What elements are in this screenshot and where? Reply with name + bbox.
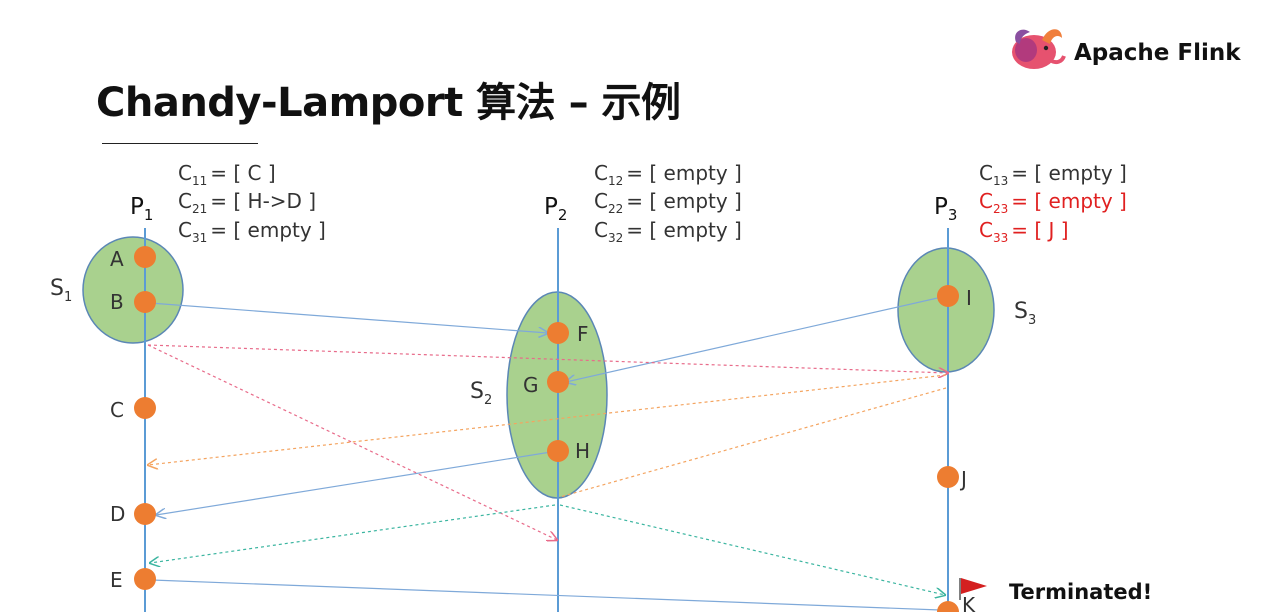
red-flag-icon: [959, 578, 987, 600]
channel-state-c11: C11= [ C ]: [178, 161, 276, 188]
marker-p3-to-p1: [148, 374, 947, 465]
event-label-a: A: [110, 247, 124, 271]
message-e-to-k: [151, 579, 941, 611]
marker-p2-to-p3: [559, 504, 945, 595]
snapshot-label-s1: S1: [50, 276, 72, 305]
message-b-to-f: [149, 302, 548, 333]
channel-state-c33: C33= [ J ]: [979, 218, 1069, 245]
channel-state-c12: C12= [ empty ]: [594, 161, 742, 188]
channel-state-c21: C21= [ H->D ]: [178, 189, 316, 216]
snapshot-label-s3: S3: [1014, 299, 1036, 328]
status-terminated: Terminated!: [1009, 580, 1152, 604]
event-label-i: I: [966, 286, 972, 310]
event-label-h: H: [575, 439, 590, 463]
event-e: [134, 568, 156, 590]
process-label-p1: P1: [130, 194, 153, 224]
event-label-j: J: [959, 467, 967, 491]
channel-state-c13: C13= [ empty ]: [979, 161, 1127, 188]
marker-p1-to-p3: [147, 344, 948, 373]
channel-states-p3: C13= [ empty ] C23= [ empty ] C33= [ J ]: [979, 161, 1127, 245]
event-label-k: K: [962, 593, 976, 612]
channel-state-c31: C31= [ empty ]: [178, 218, 326, 245]
snapshot-region-s1: [82, 236, 184, 344]
channel-state-c32: C32= [ empty ]: [594, 218, 742, 245]
event-label-e: E: [110, 568, 123, 592]
event-k: [937, 601, 959, 612]
snapshot-region-s3: [897, 247, 995, 373]
channel-states-p1: C11= [ C ] C21= [ H->D ] C31= [ empty ]: [178, 161, 326, 245]
event-f: [547, 322, 569, 344]
process-label-p3: P3: [934, 194, 957, 224]
event-h: [547, 440, 569, 462]
event-j: [937, 466, 959, 488]
page-title: Chandy-Lamport 算法 – 示例: [96, 80, 681, 126]
process-label-p2: P2: [544, 194, 567, 224]
event-label-c: C: [110, 398, 124, 422]
channel-states-p2: C12= [ empty ] C22= [ empty ] C32= [ emp…: [594, 161, 742, 245]
marker-p1-to-p2: [147, 344, 557, 540]
marker-p3-to-p2: [559, 387, 947, 498]
event-label-f: F: [577, 322, 589, 346]
event-b: [134, 291, 156, 313]
event-i: [937, 285, 959, 307]
event-g: [547, 371, 569, 393]
message-i-to-g: [566, 296, 943, 382]
message-h-to-d: [156, 451, 552, 515]
event-a: [134, 246, 156, 268]
brand-name: Apache Flink: [1074, 40, 1241, 66]
flink-squirrel-logo-icon: [1012, 29, 1066, 69]
channel-state-c22: C22= [ empty ]: [594, 189, 742, 216]
title-underline: [102, 143, 258, 144]
marker-p2-to-p1: [150, 504, 556, 563]
snapshot-label-s2: S2: [470, 379, 492, 408]
event-c: [134, 397, 156, 419]
event-label-d: D: [110, 502, 125, 526]
channel-state-c23: C23= [ empty ]: [979, 189, 1127, 216]
event-label-b: B: [110, 290, 124, 314]
event-label-g: G: [523, 373, 539, 397]
event-d: [134, 503, 156, 525]
